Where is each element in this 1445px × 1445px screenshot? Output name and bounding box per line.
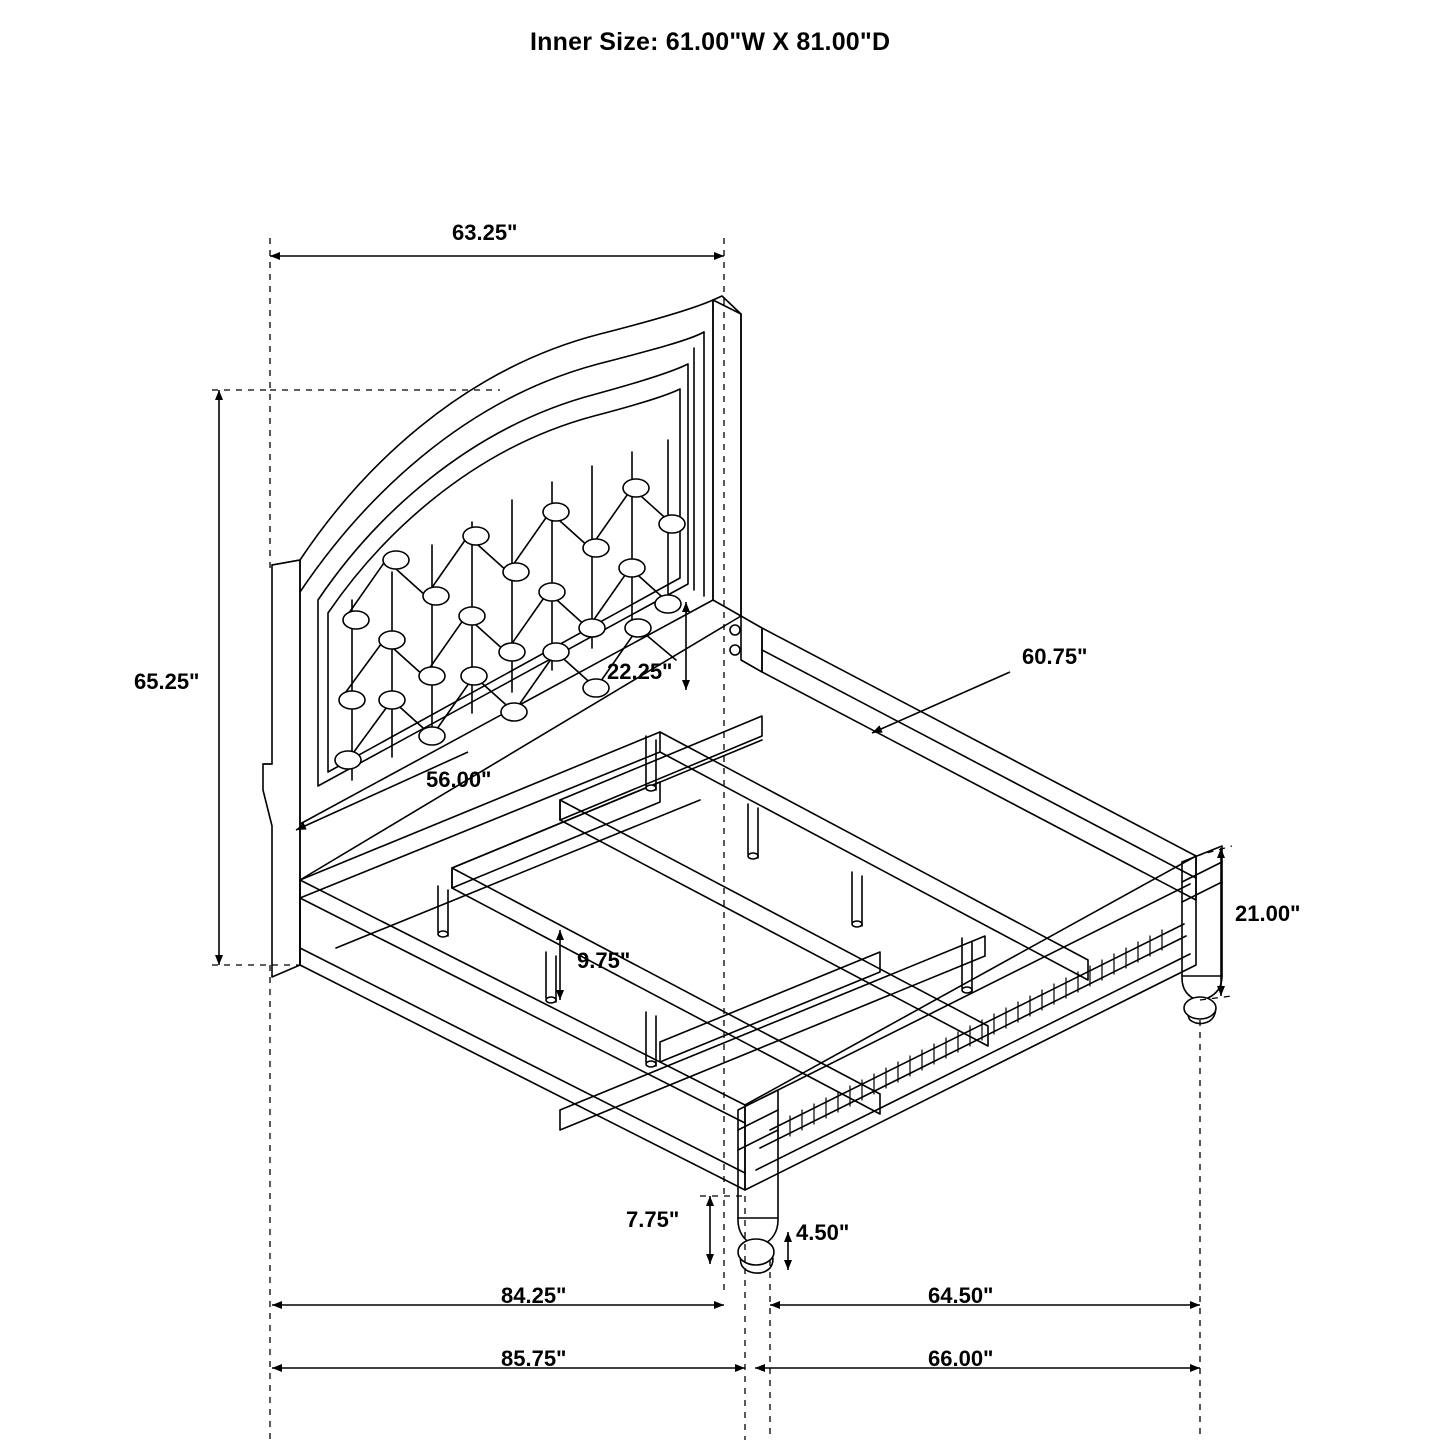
footboard-panel [744,855,1197,1191]
dimension-lines [212,238,1233,1440]
dimension-label-overall-height: 65.25" [134,669,200,694]
support-leg-5 [851,871,863,927]
headboard-left-post [262,559,301,978]
headboard-right-post [712,299,742,617]
cross-slat-b [559,715,763,821]
page-title: Inner Size: 61.00"W X 81.00"D [530,28,891,56]
center-support-rail-3 [451,867,881,1115]
dimension-label-foot-post-height: 7.75" [626,1207,680,1232]
rail-connector [740,615,763,673]
center-support-rail-2 [559,799,989,1047]
dimension-label-rail-length: 60.75" [1022,644,1088,669]
cross-slat-d [559,935,986,1131]
cross-slat-c [659,951,881,1063]
dimension-label-headboard-panel-height: 22.25" [607,659,673,684]
dimension-label-slat-leg-height: 9.75" [577,948,631,973]
center-support-rail-1 [659,731,1089,981]
support-leg-7 [645,1011,657,1067]
support-leg-3 [645,735,657,791]
support-leg-2 [545,951,557,1003]
dim-leader-60-75 [871,671,1011,734]
dimension-label-foot-ball-height: 4.50" [796,1220,850,1245]
dimension-label-depth-inner: 84.25" [501,1283,567,1308]
support-leg-1 [437,885,449,937]
dimension-label-headboard-width: 63.25" [452,220,518,245]
dimension-label-depth-outer: 85.75" [501,1346,567,1371]
dimension-label-footboard-width-inner: 64.50" [928,1283,994,1308]
dimension-label-footboard-height: 21.00" [1235,901,1301,926]
headboard-outer-panel [299,295,742,881]
dimension-label-headboard-inner-width: 56.00" [426,767,492,792]
support-leg-6 [961,937,973,993]
dimension-label-footboard-width-outer: 66.00" [928,1346,994,1371]
support-leg-4 [747,803,759,859]
cross-slat-a [451,781,661,889]
dim-leader-56-00 [295,751,469,831]
headboard-upholstery [317,363,689,787]
